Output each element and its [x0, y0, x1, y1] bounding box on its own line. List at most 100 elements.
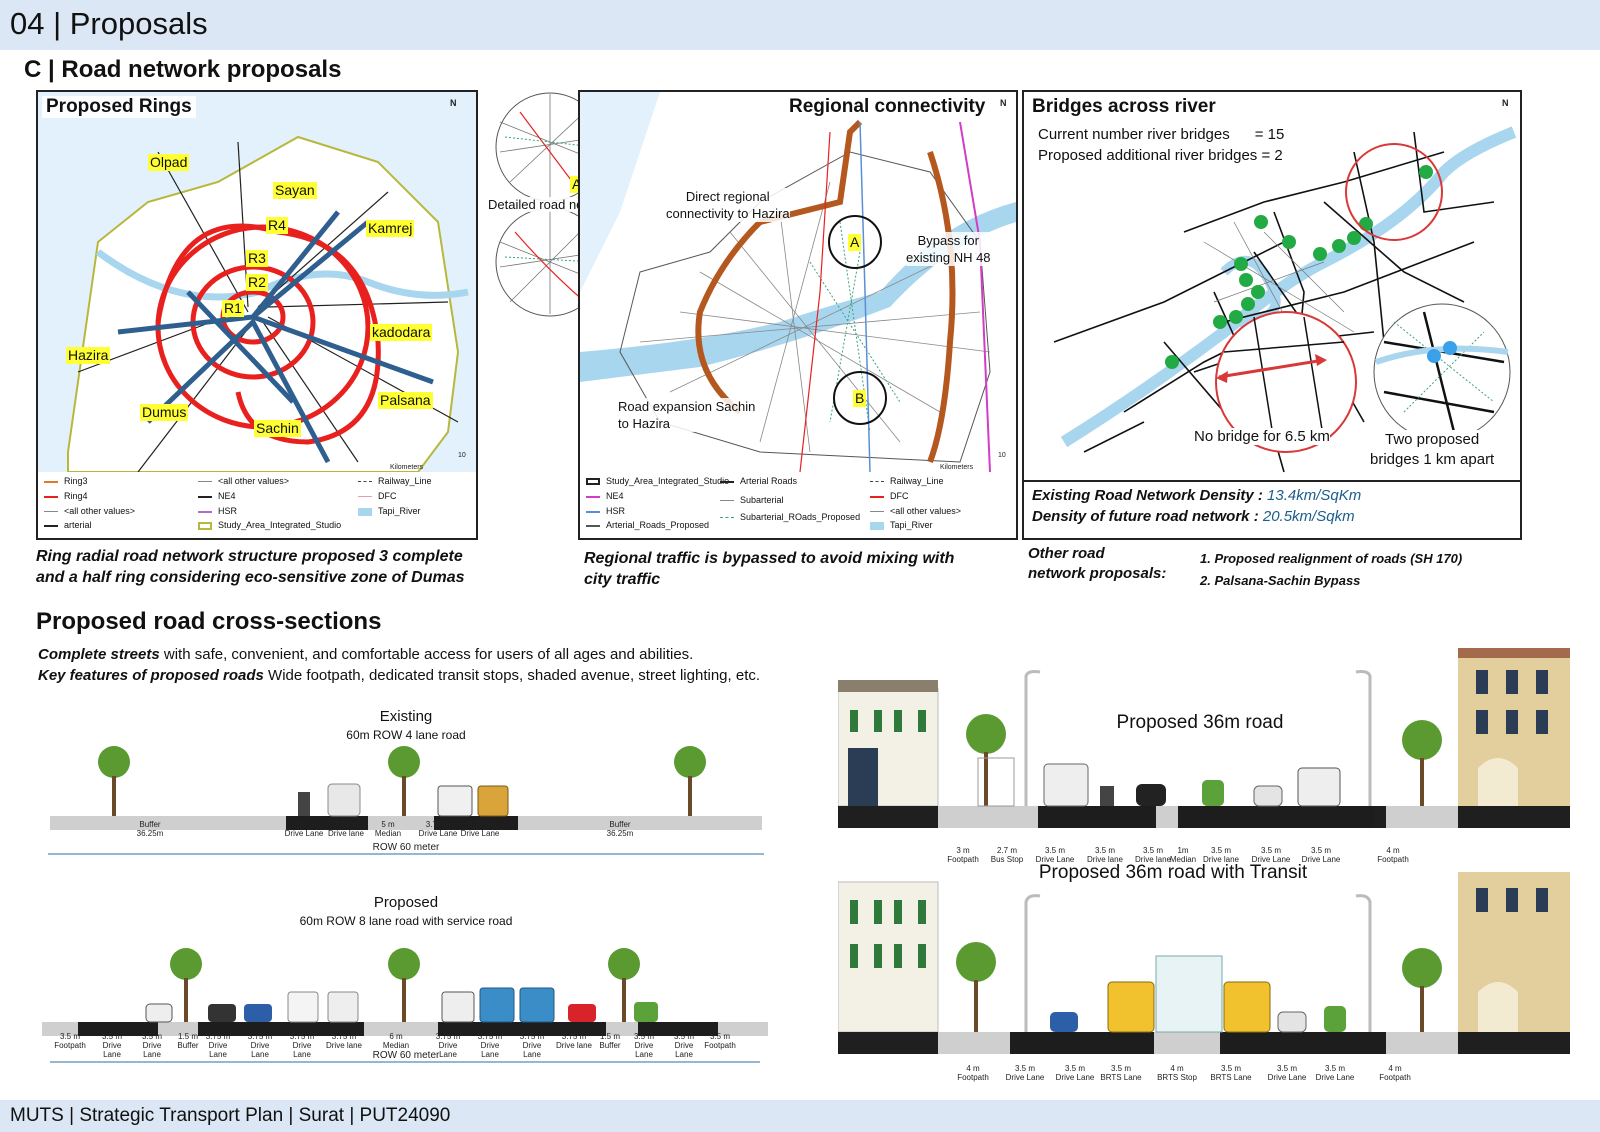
- rings-map-title: Proposed Rings: [42, 96, 196, 118]
- bridges-map-title: Bridges across river: [1028, 96, 1220, 118]
- proposed-lane-label: 3.75 m Drive Lane: [435, 1032, 461, 1059]
- legend2-dfc: DFC: [870, 491, 909, 501]
- proposed-row-label: ROW 60 meter: [356, 1051, 456, 1061]
- proposed-rings-map: Proposed Rings N Olpad Sayan Kamrej Hazi…: [36, 90, 478, 540]
- density-existing: Existing Road Network Density : 13.4km/S…: [1032, 487, 1362, 504]
- legend2-arterial-proposed: Arterial_Roads_Proposed: [586, 520, 709, 530]
- r36t-lane-label: 3.5 m Drive Lane: [1005, 1064, 1045, 1082]
- cross-section-heading: Proposed road cross-sections: [36, 608, 382, 635]
- proposed-lane-label: 3.5 m Footpath: [704, 1032, 736, 1050]
- place-kadodara: kadodara: [370, 324, 433, 341]
- regional-connectivity-map: Regional connectivity N A B Direct regio…: [578, 90, 1018, 540]
- place-olpad: Olpad: [148, 154, 190, 171]
- place-sayan: Sayan: [273, 182, 317, 199]
- legend2-subarterial: Subarterial: [720, 495, 784, 505]
- rings-caption: Ring radial road network structure propo…: [36, 548, 465, 586]
- ring-r2: R2: [246, 274, 268, 291]
- other-proposal-1: 1. Proposed realignment of roads (SH 170…: [1200, 551, 1463, 566]
- legend-ring3: Ring3: [44, 476, 88, 486]
- proposed-lane-label: 3.75 m Drive Lane: [247, 1032, 273, 1059]
- density-divider: [1024, 480, 1520, 482]
- stat-current-bridges: Current number river bridges = 15: [1038, 126, 1285, 143]
- r36t-lane-label: 3.5 m Drive Lane: [1315, 1064, 1355, 1082]
- r36-lane-label: 1m Median: [1169, 846, 1197, 864]
- existing-subtitle: 60m ROW 4 lane road: [346, 728, 466, 742]
- proposed-title: Proposed: [373, 894, 439, 911]
- detail-inset-svg: [495, 92, 605, 317]
- r36t-lane-label: 4 m Footpath: [957, 1064, 989, 1082]
- road-36m-svg: [838, 648, 1570, 828]
- proposed-section-svg: [42, 948, 768, 1063]
- legend2-subarterial-proposed: Subarterial_ROads_Proposed: [720, 512, 860, 522]
- proposed-60m-cross-section: Proposed 60m ROW 8 lane road with servic…: [38, 892, 774, 1088]
- proposed-lane-label: 3.5 m Drive Lane: [141, 1032, 162, 1059]
- regional-caption: Regional traffic is bypassed to avoid mi…: [584, 550, 955, 588]
- legend-other-2: <all other values>: [198, 476, 289, 486]
- road-36m-transit-svg: [838, 872, 1570, 1054]
- footer-text: MUTS | Strategic Transport Plan | Surat …: [10, 1105, 451, 1126]
- regional-map-svg: [580, 92, 1016, 538]
- stat-proposed-bridges: Proposed additional river bridges = 2: [1038, 147, 1283, 164]
- road-36m-transit-title: Proposed 36m road with Transit: [1008, 862, 1338, 884]
- r36-lane-label: 3.5 m Drive lane: [1134, 846, 1171, 864]
- place-dumus: Dumus: [140, 404, 189, 421]
- proposed-lane-label: 3.5 m Drive Lane: [673, 1032, 694, 1059]
- proposed-lane-label: 3.75 m Drive Lane: [205, 1032, 231, 1059]
- other-proposal-2: 2. Palsana-Sachin Bypass: [1200, 573, 1361, 588]
- place-palsana: Palsana: [378, 392, 433, 409]
- legend2-study-area: Study_Area_Integrated_Studio: [586, 476, 729, 486]
- legend-study-area: Study_Area_Integrated_Studio: [198, 520, 341, 530]
- complete-streets-line: Complete streets with safe, convenient, …: [38, 646, 694, 663]
- proposed-lane-label: 3.75 m Drive Lane: [477, 1032, 503, 1059]
- r36-lane-label: 3.5 m Drive lane: [1202, 846, 1239, 864]
- map-marker-a: A: [848, 234, 862, 251]
- legend-ne4: NE4: [198, 491, 236, 501]
- proposed-lane-label: 1.5 m Buffer: [177, 1032, 199, 1050]
- header-bar: 04 | Proposals: [0, 0, 1600, 50]
- ring-r4: R4: [266, 217, 288, 234]
- legend2-ne4: NE4: [586, 491, 624, 501]
- page-title: 04 | Proposals: [10, 6, 208, 41]
- legend-dfc: DFC: [358, 491, 397, 501]
- r36t-lane-label: 3.5 m Drive Lane: [1055, 1064, 1095, 1082]
- place-sachin: Sachin: [254, 420, 301, 437]
- proposed-lane-label: 3.5 m Drive Lane: [633, 1032, 654, 1059]
- proposed-36m-road: Proposed 36m road: [838, 648, 1570, 864]
- r36t-lane-label: 3.5 m Drive Lane: [1267, 1064, 1307, 1082]
- proposed-lane-label: 3.75 m Drive lane: [555, 1032, 592, 1050]
- other-proposals-label: Other road network proposals:: [1028, 545, 1167, 582]
- ring-r1: R1: [222, 300, 244, 317]
- legend2-arterial: Arterial Roads: [720, 476, 797, 486]
- existing-lane-label: 3.75 m Drive Lane: [460, 820, 500, 838]
- r36-lane-label: 3.5 m Drive lane: [1086, 846, 1123, 864]
- inset-no-bridge: No bridge for 6.5 km: [1194, 428, 1330, 445]
- north-arrow-icon: N: [450, 98, 457, 108]
- existing-lane-label: Buffer 36.25m: [606, 820, 634, 838]
- existing-section-svg: [48, 746, 764, 855]
- proposed-lane-label: 1.5 m Buffer: [599, 1032, 621, 1050]
- detail-insets: [490, 92, 610, 322]
- legend-arterial: arterial: [44, 520, 92, 530]
- existing-row-label: ROW 60 meter: [356, 843, 456, 853]
- existing-cross-section: Existing 60m ROW 4 lane road ROW 60 mete…: [38, 706, 774, 882]
- r36-lane-label: 4 m Footpath: [1377, 846, 1409, 864]
- existing-lane-label: 3.75 m Drive Lane: [418, 820, 458, 838]
- r36-lane-label: 3 m Footpath: [947, 846, 979, 864]
- map-marker-b: B: [853, 390, 867, 407]
- existing-lane-label: Buffer 36.25m: [136, 820, 164, 838]
- north-arrow-icon-2: N: [1000, 98, 1007, 108]
- r36-lane-label: 3.5 m Drive Lane: [1035, 846, 1075, 864]
- legend2-other: <all other values>: [870, 506, 961, 516]
- r36-lane-label: 3.5 m Drive Lane: [1301, 846, 1341, 864]
- section-title: C | Road network proposals: [24, 56, 342, 83]
- legend-other-1: <all other values>: [44, 506, 135, 516]
- r36t-lane-label: 4 m Footpath: [1379, 1064, 1411, 1082]
- regional-map-title: Regional connectivity: [785, 96, 990, 118]
- bridges-map: Bridges across river N Current number ri…: [1022, 90, 1522, 540]
- proposed-lane-label: 3.75 m Drive lane: [325, 1032, 362, 1050]
- existing-title: Existing: [379, 708, 433, 725]
- proposed-subtitle: 60m ROW 8 lane road with service road: [299, 914, 513, 928]
- proposed-lane-label: 3.75 m Drive Lane: [289, 1032, 315, 1059]
